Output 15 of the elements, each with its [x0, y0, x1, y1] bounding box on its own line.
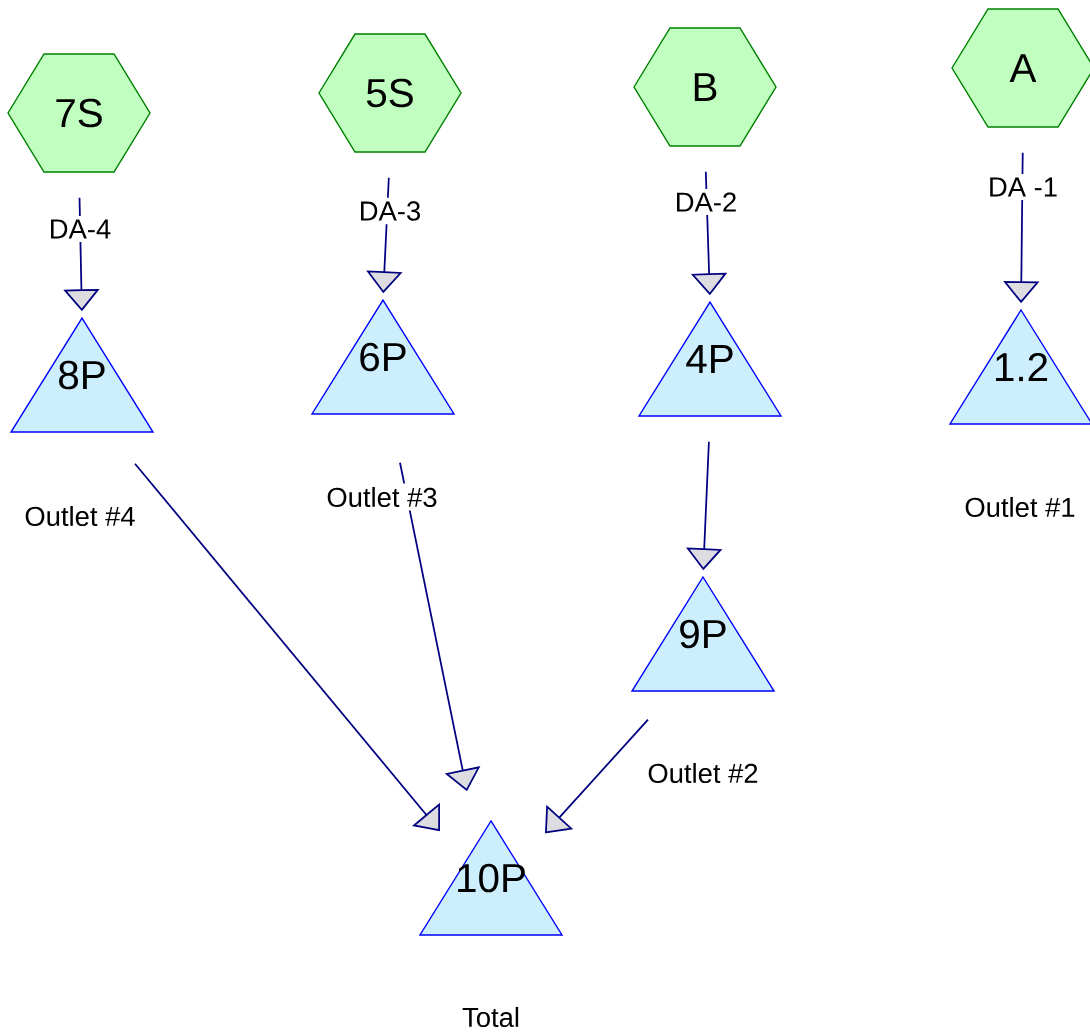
- hexagon: 7S: [7, 53, 151, 173]
- arrow: [134, 462, 440, 832]
- node-caption: DA-2: [671, 188, 741, 216]
- node-caption: Outlet #2: [643, 759, 763, 787]
- node-caption: DA-4: [45, 216, 115, 242]
- hexagon: 5S: [318, 33, 462, 153]
- arrow: [545, 718, 649, 834]
- node-caption: Outlet #1: [960, 493, 1080, 521]
- node-caption: DA-3: [355, 197, 425, 225]
- node-caption: Outlet #3: [322, 483, 442, 511]
- hexagon: A: [951, 8, 1090, 128]
- node-caption: Total: [458, 1003, 524, 1031]
- hexagon: B: [633, 27, 777, 147]
- node-caption: DA -1: [984, 174, 1062, 200]
- node-caption: Outlet #4: [20, 502, 140, 530]
